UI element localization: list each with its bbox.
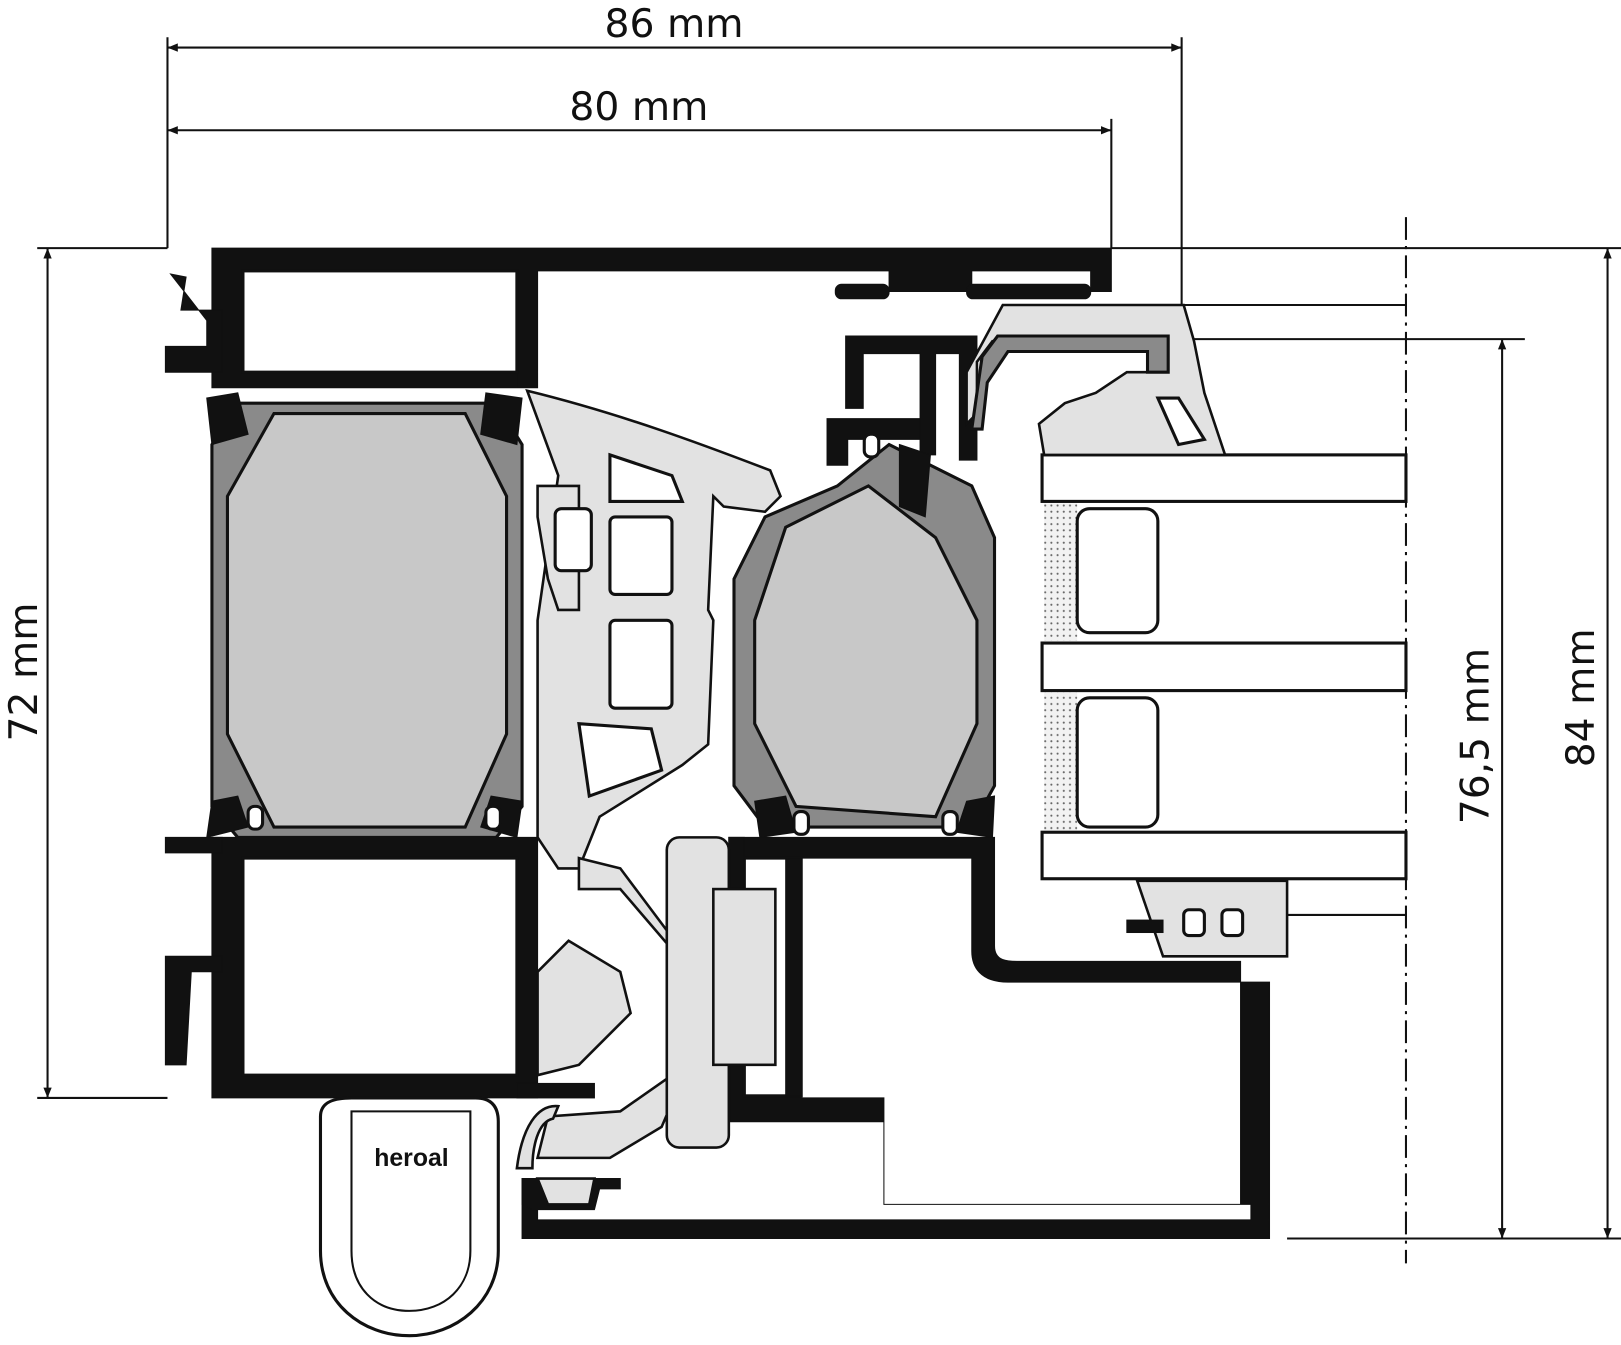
dimension-80mm: 80 mm	[167, 85, 1113, 249]
glazing-gasket-outer	[965, 303, 1227, 457]
glass-pane-outer	[1040, 453, 1408, 503]
dimension-label-72: 72 mm	[2, 603, 47, 742]
dimension-84mm: 84 mm	[1111, 247, 1621, 1240]
frame-gasket	[525, 388, 783, 870]
sealant	[1044, 503, 1078, 641]
hardware-zone	[521, 836, 777, 1211]
dimension-86mm: 86 mm	[166, 2, 1183, 305]
frame-profile	[164, 247, 1112, 1099]
glass-pane-inner	[1040, 830, 1408, 881]
heroal-logo: heroal	[374, 1145, 448, 1172]
dimension-72mm: 72 mm	[2, 247, 168, 1099]
sash-thermal-break	[732, 432, 997, 838]
dimension-76-5mm: 76,5 mm	[1137, 338, 1525, 1239]
frame-thermal-break	[206, 392, 524, 839]
sealant	[1044, 692, 1078, 831]
spacer-bar	[1075, 507, 1160, 635]
dimension-label-86: 86 mm	[605, 2, 744, 47]
dimension-label-84: 84 mm	[1559, 628, 1604, 767]
triple-glazing	[1040, 453, 1408, 916]
handle: heroal	[318, 1096, 561, 1338]
dimension-label-80: 80 mm	[569, 85, 708, 130]
glazing-gasket-inner	[1126, 879, 1289, 958]
spacer-bar	[1075, 696, 1160, 829]
glass-pane-middle	[1040, 641, 1408, 693]
dimension-label-76-5: 76,5 mm	[1454, 648, 1499, 824]
